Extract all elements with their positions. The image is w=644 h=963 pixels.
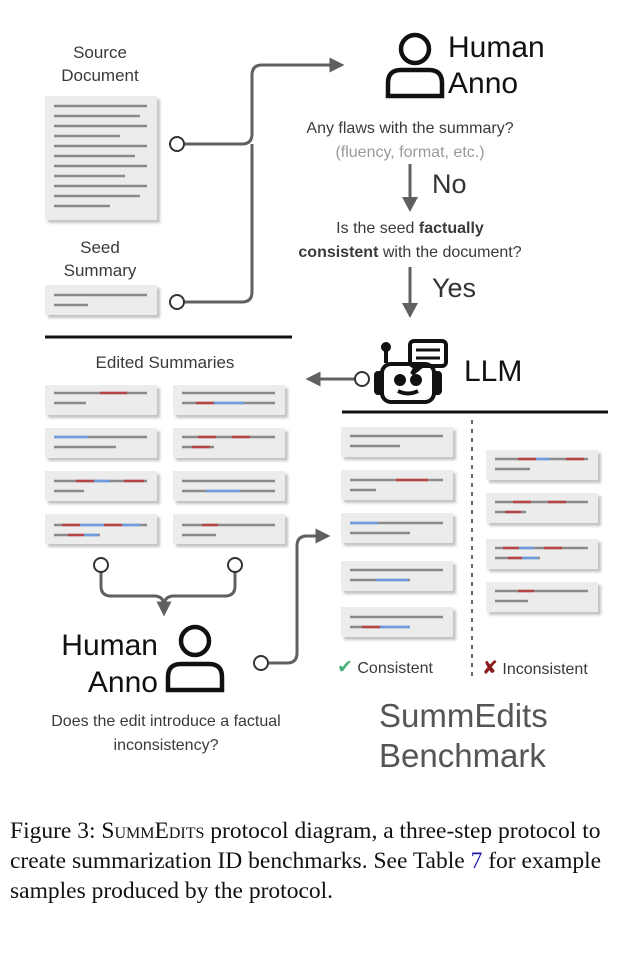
benchmark-title: SummEdits Benchmark — [379, 697, 548, 774]
person-icon — [165, 624, 225, 693]
connector-dot — [169, 294, 185, 310]
llm-label: LLM — [464, 355, 523, 388]
input-connector — [178, 57, 345, 304]
inconsistent-label: ✘ Inconsistent — [482, 658, 588, 679]
consistent-label: ✔ Consistent — [337, 657, 433, 678]
down-arrow — [402, 267, 418, 318]
edited-summary-card — [173, 428, 285, 458]
answer-yes: Yes — [432, 273, 477, 303]
seed-summary-icon — [45, 285, 157, 315]
figure-caption: Figure 3: SummEdits protocol diagram, a … — [10, 818, 602, 904]
edited-summary-card — [45, 385, 157, 415]
edited-summary-card — [45, 428, 157, 458]
annotation-connector — [268, 528, 331, 665]
flaws-question: Any flaws with the summary? (fluency, fo… — [306, 120, 514, 161]
edit-question: Does the edit introduce a factual incons… — [51, 713, 281, 754]
edited-summary-card — [173, 471, 285, 501]
connector-dot — [93, 557, 109, 573]
edited-summaries-title: Edited Summaries — [95, 353, 235, 372]
connector-dot — [354, 371, 370, 387]
source-document-icon — [45, 96, 157, 220]
robot-icon — [374, 339, 448, 404]
connector-dot — [227, 557, 243, 573]
protocol-diagram — [45, 32, 608, 693]
check-icon: ✔ — [337, 657, 353, 678]
edited-summary-card — [173, 514, 285, 544]
person-icon — [385, 32, 445, 99]
seed-summary-label: Seed Summary — [63, 238, 137, 280]
cross-icon: ✘ — [482, 658, 498, 679]
down-arrow — [402, 164, 418, 212]
connector-dot — [169, 136, 185, 152]
consistent-samples — [341, 427, 453, 637]
edited-summary-card — [173, 385, 285, 415]
connector-dot — [253, 655, 269, 671]
edited-summaries-grid — [45, 385, 285, 544]
factual-question: Is the seed factually consistent with th… — [298, 220, 522, 261]
inconsistent-samples — [486, 450, 598, 612]
table-reference-link[interactable]: 7 — [470, 848, 483, 874]
edited-summary-card — [45, 471, 157, 501]
edited-summary-card — [45, 514, 157, 544]
source-document-label: Source Document — [61, 43, 139, 85]
annotator-bottom-label: Human Anno — [61, 629, 158, 699]
merge-connector — [99, 572, 237, 617]
answer-no: No — [432, 169, 467, 199]
annotator-top-label: Human Anno — [448, 31, 545, 100]
